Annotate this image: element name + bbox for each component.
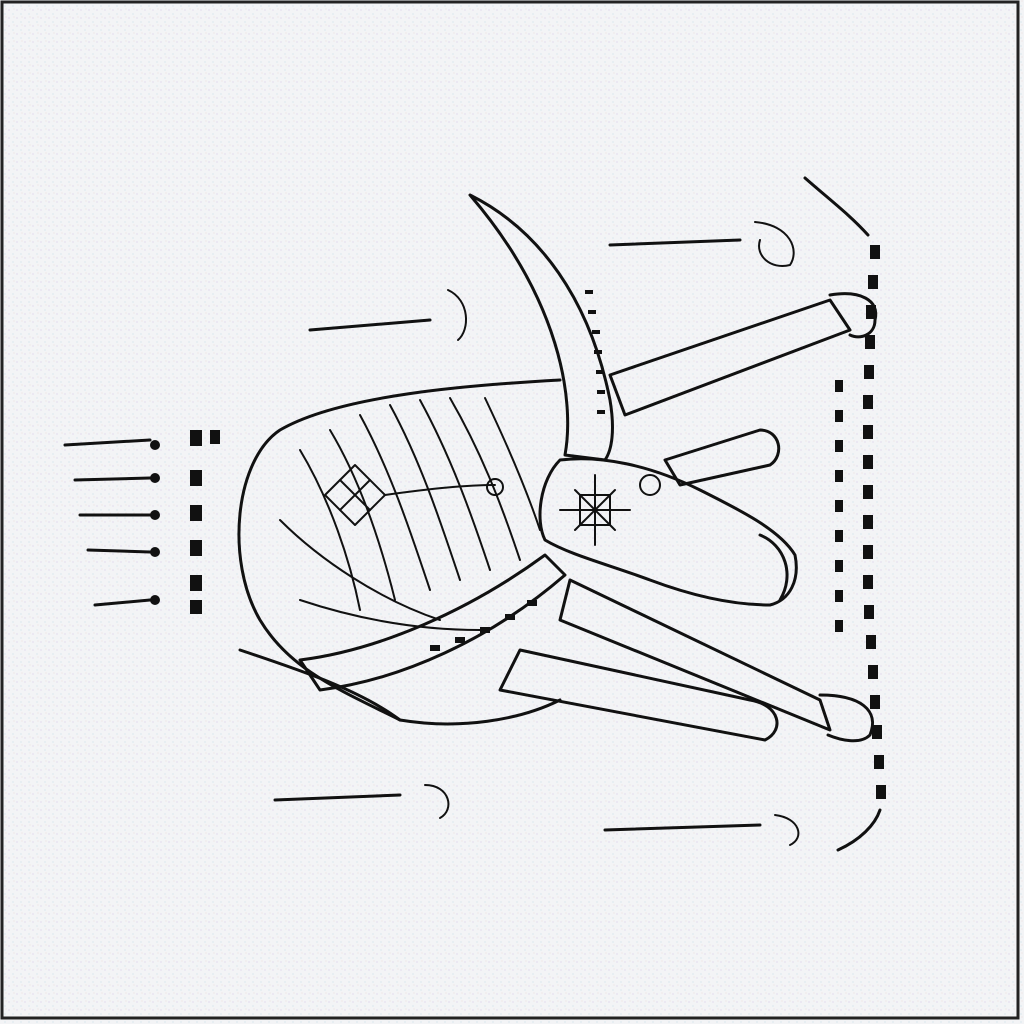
- buffalo-leg-upper: [608, 298, 852, 417]
- buffalo-muzzle: [758, 533, 789, 602]
- script-line-bottom-left: [273, 784, 450, 819]
- horn-script: [585, 290, 605, 414]
- buffalo-leg-lower-1: [558, 578, 832, 732]
- buffalo-belly-line: [238, 648, 402, 722]
- buffalo-leg-short: [663, 428, 781, 487]
- buffalo-eye: [639, 474, 661, 496]
- body-yantra-diamond: [324, 464, 504, 526]
- neck-band-script: [430, 600, 537, 651]
- left-script-block: [63, 430, 220, 614]
- buffalo-figure: [237, 193, 878, 743]
- buffalo-neck-band: [298, 553, 567, 692]
- script-line-top-left: [308, 289, 468, 341]
- buffalo-horn: [468, 193, 614, 462]
- buffalo-leg-lower-2: [498, 648, 779, 742]
- buffalo-ribs: [279, 397, 541, 631]
- script-line-bottom-right: [603, 814, 800, 846]
- script-line-top-right: [608, 221, 795, 267]
- head-yantra-grid: [559, 474, 631, 546]
- outer-script-arc: [803, 176, 886, 852]
- buffalo-body-outline: [237, 378, 562, 726]
